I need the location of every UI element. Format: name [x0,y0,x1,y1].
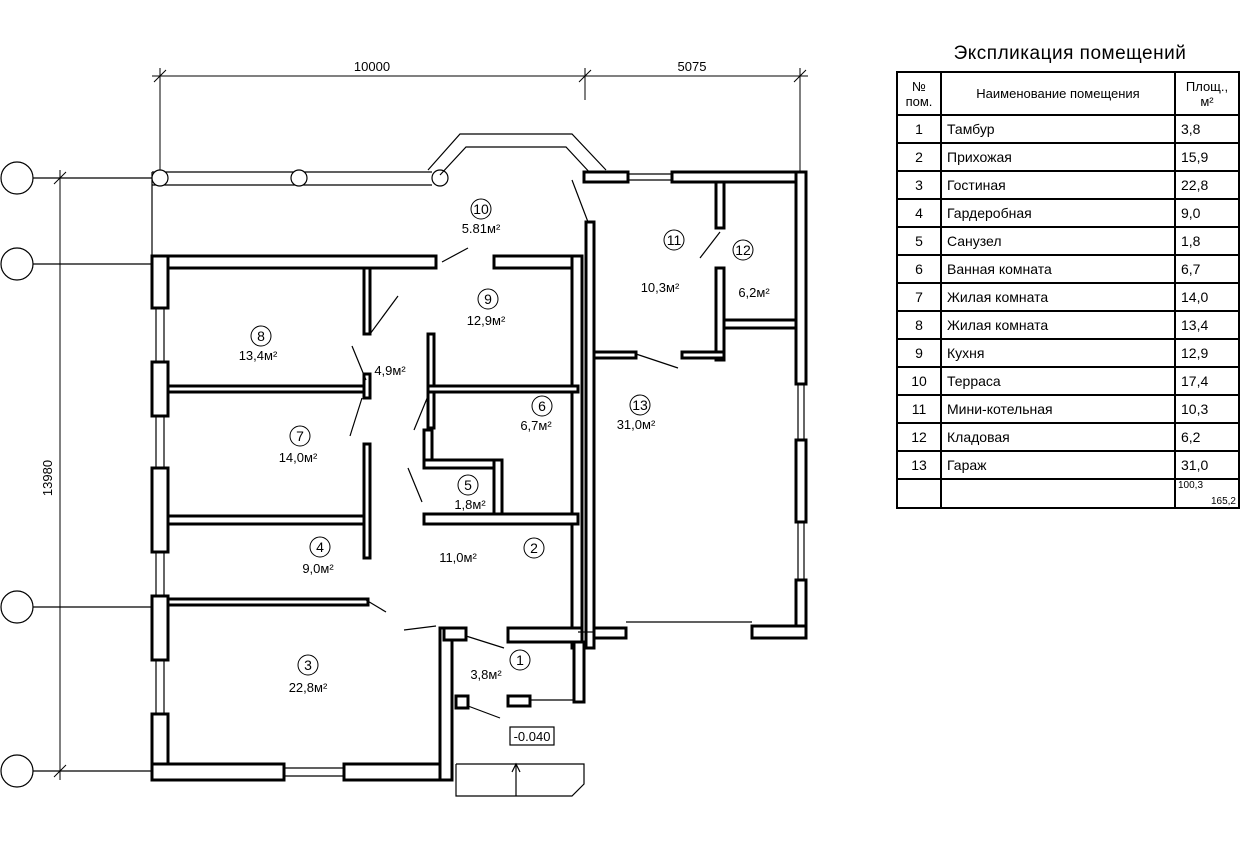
row-area: 22,8 [1174,170,1240,200]
row-area: 14,0 [1174,282,1240,312]
row-area: 6,2 [1174,422,1240,452]
row-area: 10,3 [1174,394,1240,424]
row-num: 13 [896,450,942,480]
legend-header-name: Наименование помещения [940,71,1176,116]
room-5-area: 1,8м² [454,497,486,512]
row-num: 3 [896,170,942,200]
room-2-number: 2 [530,540,538,556]
room-11-area: 10,3м² [641,280,680,295]
legend-title: Экспликация помещений [953,43,1187,64]
room-6-number: 6 [538,398,546,414]
room-1-number: 1 [516,652,524,668]
row-name: Гостиная [940,170,1176,200]
row-name: Жилая комната [940,282,1176,312]
room-4-number: 4 [316,539,324,555]
row-name: Прихожая [940,142,1176,172]
room-8-area: 13,4м² [239,348,278,363]
room-legend-table: № пом. Наименование помещения Площ., м² … [896,71,1240,509]
room-13-number: 13 [632,397,648,413]
dim-top-right: 5075 [678,59,707,74]
room-8-number: 8 [257,328,265,344]
room-12-area: 6,2м² [738,285,770,300]
room-9-number: 9 [484,291,492,307]
row-name: Терраса [940,366,1176,396]
row-area: 3,8 [1174,114,1240,144]
room-13-area: 31,0м² [617,417,656,432]
legend-header-num: № пом. [896,71,942,116]
dim-top-left: 10000 [354,59,390,74]
row-area: 9,0 [1174,198,1240,228]
row-num: 7 [896,282,942,312]
row-num: 12 [896,422,942,452]
total-area: 165,2 [1210,496,1236,507]
row-num: 1 [896,114,942,144]
room-11-number: 11 [667,232,682,248]
room-3-number: 3 [304,657,312,673]
row-area: 13,4 [1174,310,1240,340]
row-name: Ванная комната [940,254,1176,284]
row-num: 5 [896,226,942,256]
row-name: Кухня [940,338,1176,368]
total-living-area: 100,3 [1178,480,1204,491]
room-5-number: 5 [464,477,472,493]
row-num: 4 [896,198,942,228]
row-num: 2 [896,142,942,172]
axis-markers [0,161,160,788]
elevation-mark: -0.040 [514,729,551,744]
room-4-area: 9,0м² [302,561,334,576]
room-10-area: 5.81м² [462,221,501,236]
row-num: 11 [896,394,942,424]
room-9-area: 12,9м² [467,313,506,328]
row-area: 6,7 [1174,254,1240,284]
hall-area: 4,9м² [374,363,406,378]
row-num: 8 [896,310,942,340]
room-2-area: 11,0м² [439,550,477,565]
legend-header-row: № пом. Наименование помещения Площ., м² [896,71,1240,116]
dim-left: 13980 [40,460,55,496]
row-name: Жилая комната [940,310,1176,340]
row-area: 1,8 [1174,226,1240,256]
row-name: Гараж [940,450,1176,480]
row-name: Мини-котельная [940,394,1176,424]
totals-row: 100,3 165,2 [896,478,1240,509]
walls: -0.040 [150,170,808,797]
room-12-number: 12 [735,242,751,258]
room-1-area: 3,8м² [470,667,502,682]
room-3-area: 22,8м² [289,680,328,695]
row-num: 9 [896,338,942,368]
row-area: 31,0 [1174,450,1240,480]
terrace-outline [151,133,607,256]
row-area: 15,9 [1174,142,1240,172]
room-7-area: 14,0м² [279,450,318,465]
row-name: Тамбур [940,114,1176,144]
room-6-area: 6,7м² [520,418,552,433]
row-num: 10 [896,366,942,396]
room-labels: 1 3,8м² 2 11,0м² 3 22,8м² 4 9,0м² 5 1,8м… [239,198,770,695]
legend-header-area: Площ., м² [1174,71,1240,116]
row-name: Кладовая [940,422,1176,452]
dimension-lines: 10000 5075 13980 [40,59,808,780]
room-10-number: 10 [473,201,489,217]
row-name: Гардеробная [940,198,1176,228]
row-name: Санузел [940,226,1176,256]
row-num: 6 [896,254,942,284]
row-area: 17,4 [1174,366,1240,396]
row-area: 12,9 [1174,338,1240,368]
room-7-number: 7 [296,428,304,444]
door-swings [349,231,721,719]
